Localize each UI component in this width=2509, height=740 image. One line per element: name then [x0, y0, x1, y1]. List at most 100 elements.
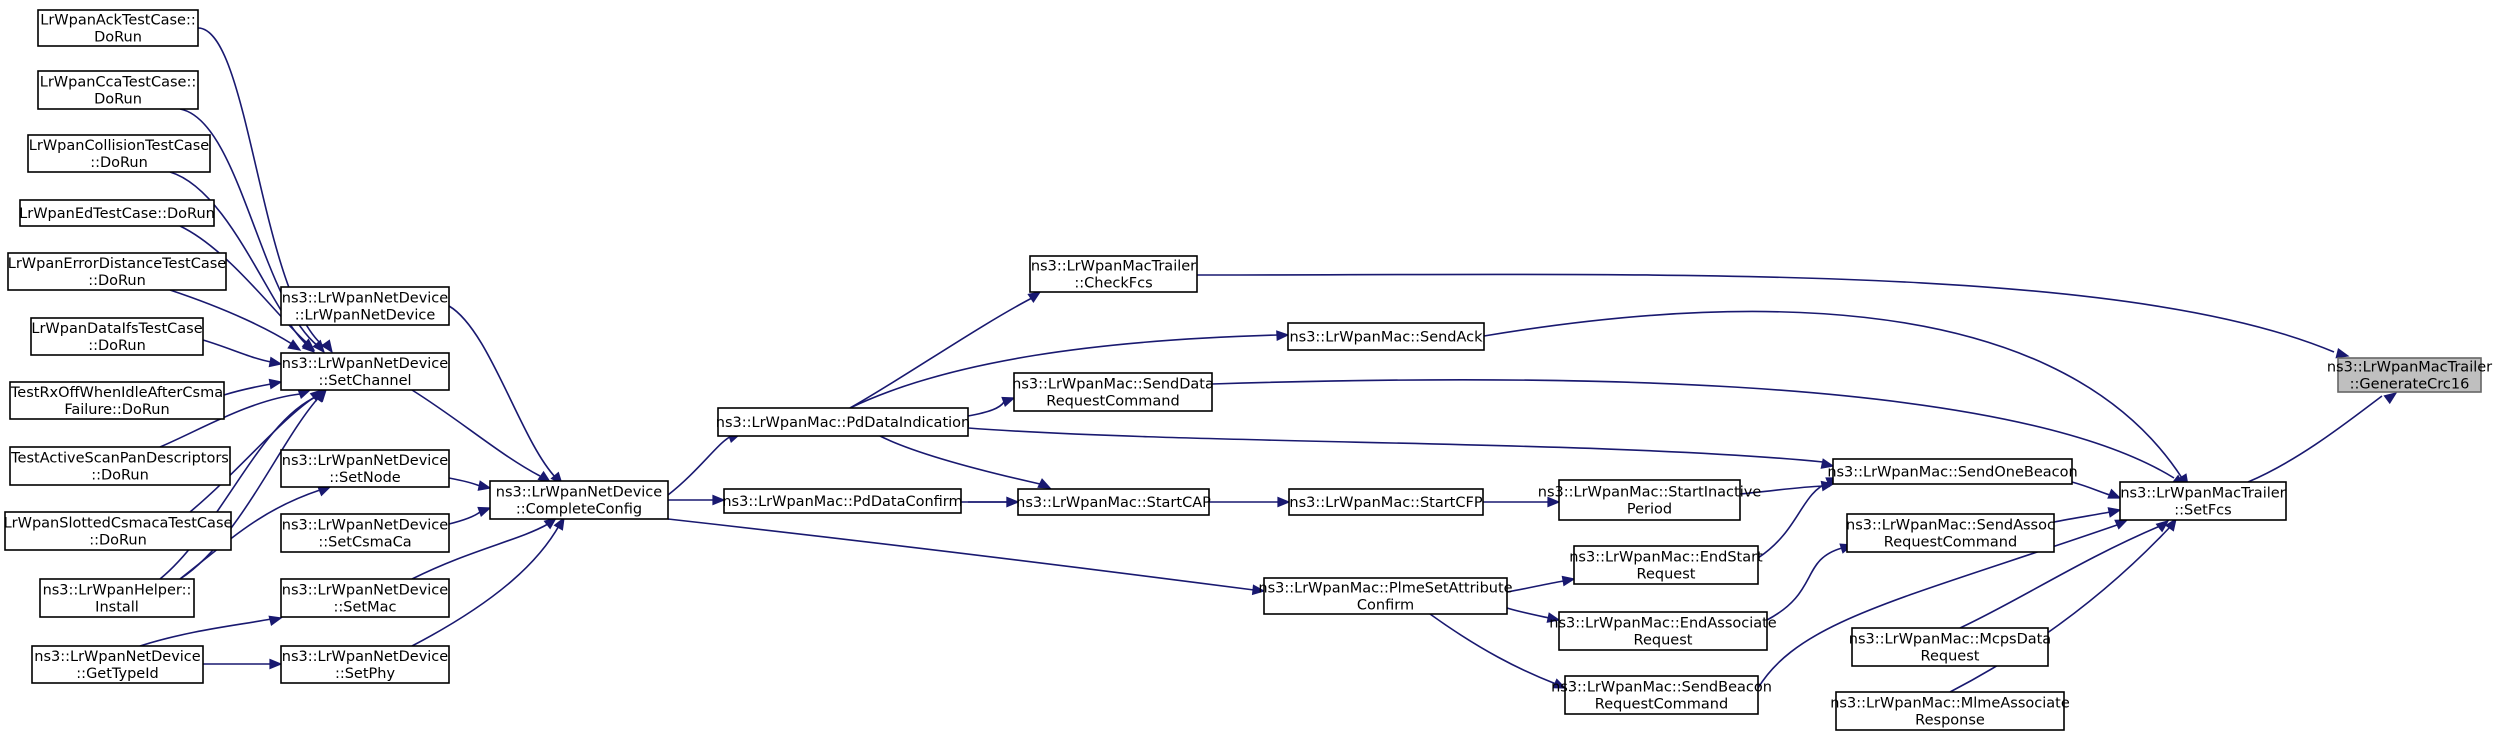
node-box: [1558, 611, 1768, 651]
node-box: [280, 578, 450, 618]
call-edge: [179, 225, 307, 343]
node-label: ::SetFcs: [2174, 502, 2231, 518]
arrowhead-icon: [1552, 678, 1567, 689]
arrowhead-icon: [1561, 575, 1576, 587]
node-box: [1013, 372, 1213, 412]
node-slotted[interactable]: LrWpanSlottedCsmacaTestCase::DoRun: [4, 511, 233, 551]
node-label: LrWpanErrorDistanceTestCase: [8, 256, 227, 272]
node-install[interactable]: ns3::LrWpanHelper::Install: [39, 578, 195, 618]
node-setmac[interactable]: ns3::LrWpanNetDevice::SetMac: [280, 578, 450, 618]
node-box: [1029, 255, 1198, 293]
call-edge: [2247, 395, 2383, 483]
arrowhead-icon: [268, 615, 283, 627]
call-edge: [1959, 525, 2161, 629]
node-ack[interactable]: LrWpanAckTestCase::DoRun: [37, 9, 199, 47]
node-checkfcs[interactable]: ns3::LrWpanMacTrailer::CheckFcs: [1029, 255, 1198, 293]
node-activescan[interactable]: TestActiveScanPanDescriptors::DoRun: [9, 446, 231, 486]
node-box: [280, 645, 450, 684]
node-collision[interactable]: LrWpanCollisionTestCase::DoRun: [27, 134, 211, 173]
node-label: TestActiveScanPanDescriptors: [10, 450, 229, 466]
node-sendonebeacon[interactable]: ns3::LrWpanMac::SendOneBeacon: [1827, 458, 2078, 485]
node-label: Failure::DoRun: [64, 402, 169, 418]
call-edge: [2071, 481, 2111, 496]
node-box: [1832, 458, 2073, 485]
arrowhead-icon: [2107, 488, 2122, 499]
node-label: Request: [1634, 632, 1693, 648]
node-pddataindication[interactable]: ns3::LrWpanMac::PdDataIndication: [716, 407, 970, 437]
node-label: LrWpanCcaTestCase::: [40, 74, 196, 90]
arrowhead-icon: [1546, 612, 1561, 623]
node-label: DoRun: [94, 29, 142, 45]
arrowhead-icon: [1006, 496, 1020, 508]
arrowhead-icon: [287, 339, 302, 351]
node-label: Period: [1627, 501, 1672, 517]
node-box: [31, 645, 204, 684]
node-label: ::CompleteConfig: [516, 501, 642, 517]
call-edge: [1757, 481, 1830, 559]
node-label: ::GetTypeId: [76, 666, 158, 682]
call-edge: [159, 395, 319, 580]
node-label: RequestCommand: [1046, 393, 1179, 409]
arrowhead-icon: [1251, 584, 1266, 596]
call-edge: [202, 339, 272, 363]
node-label: LrWpanDataIfsTestCase: [31, 321, 202, 337]
node-setcsmaca[interactable]: ns3::LrWpanNetDevice::SetCsmaCa: [280, 513, 450, 553]
node-box: [280, 352, 450, 391]
arrowhead-icon: [1820, 480, 1835, 492]
node-pddataconfirm[interactable]: ns3::LrWpanMac::PdDataConfirm: [722, 488, 963, 514]
node-label: ns3::LrWpanMacTrailer: [1031, 258, 1196, 274]
node-completeconfig[interactable]: ns3::LrWpanNetDevice::CompleteConfig: [489, 480, 669, 520]
node-label: ns3::LrWpanHelper::: [43, 582, 192, 598]
node-ed[interactable]: LrWpanEdTestCase::DoRun: [19, 199, 215, 227]
node-errordistance[interactable]: LrWpanErrorDistanceTestCase::DoRun: [7, 252, 227, 291]
node-setchannel[interactable]: ns3::LrWpanNetDevice::SetChannel: [280, 352, 450, 391]
call-edge: [189, 395, 317, 513]
call-edge: [849, 334, 1279, 409]
node-label: ns3::LrWpanNetDevice: [282, 649, 449, 665]
node-sendack[interactable]: ns3::LrWpanMac::SendAck: [1287, 322, 1485, 351]
arrowhead-icon: [1037, 478, 1052, 489]
node-startcap[interactable]: ns3::LrWpanMac::StartCAP: [1016, 488, 1211, 516]
node-label: ns3::LrWpanMac::SendAssoc: [1846, 517, 2055, 533]
node-gettypeid[interactable]: ns3::LrWpanNetDevice::GetTypeId: [31, 645, 204, 684]
arrowhead-icon: [2107, 507, 2122, 518]
node-ctor[interactable]: ns3::LrWpanNetDevice::LrWpanNetDevice: [280, 286, 450, 326]
node-label: ns3::LrWpanMac::EndAssociate: [1549, 615, 1777, 631]
node-box: [2337, 357, 2482, 393]
node-generatecrc16[interactable]: ns3::LrWpanMacTrailer::GenerateCrc16: [2327, 357, 2492, 393]
node-label: ns3::LrWpanMac::EndStart: [1569, 549, 1763, 565]
node-setphy[interactable]: ns3::LrWpanNetDevice::SetPhy: [280, 645, 450, 684]
node-label: LrWpanEdTestCase::DoRun: [19, 206, 215, 222]
arrowhead-icon: [1277, 496, 1291, 508]
node-cca[interactable]: LrWpanCcaTestCase::DoRun: [37, 70, 199, 110]
node-startcfp[interactable]: ns3::LrWpanMac::StartCFP: [1288, 488, 1484, 516]
node-box: [1017, 488, 1210, 516]
call-edge: [411, 389, 541, 477]
arrowhead-icon: [1547, 496, 1561, 508]
node-label: ns3::LrWpanNetDevice: [282, 356, 449, 372]
node-dataifs[interactable]: LrWpanDataIfsTestCase::DoRun: [30, 317, 204, 356]
call-edge: [967, 427, 1824, 463]
node-label: TestRxOffWhenIdleAfterCsma: [10, 385, 223, 401]
node-setfcs[interactable]: ns3::LrWpanMacTrailer::SetFcs: [2119, 481, 2287, 521]
node-label: RequestCommand: [1595, 696, 1728, 712]
node-setnode[interactable]: ns3::LrWpanNetDevice::SetNode: [280, 449, 450, 488]
arrowhead-icon: [477, 506, 492, 518]
call-edge: [1506, 607, 1550, 619]
node-label: RequestCommand: [1884, 534, 2017, 550]
node-label: ns3::LrWpanNetDevice: [34, 649, 201, 665]
arrowhead-icon: [1276, 330, 1290, 341]
node-label: LrWpanSlottedCsmacaTestCase: [4, 515, 233, 531]
node-label: ::SetPhy: [335, 666, 396, 682]
